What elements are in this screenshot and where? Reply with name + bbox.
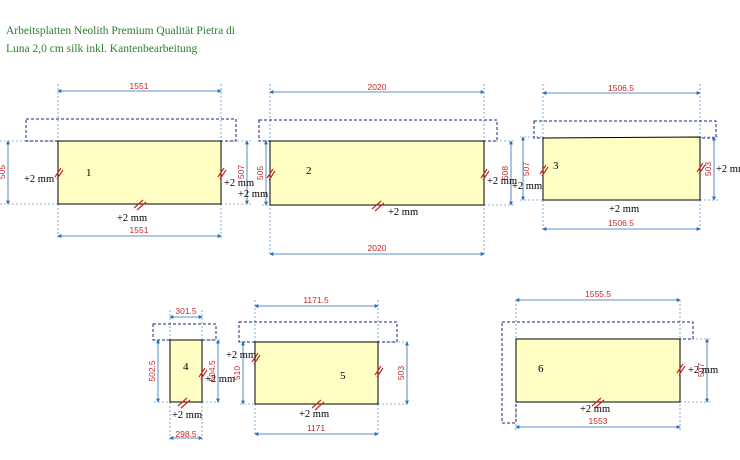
dim-label: 1171.5 [303,295,329,305]
dim-label: 507 [236,165,246,179]
panel-3 [542,136,701,201]
panel-number: 5 [340,370,346,382]
edge-mark [54,167,64,180]
edge-labels: +2 mm +2 mm +2 mm +2 mm +2 mm +2 mm +2 m… [24,164,740,421]
dim-label: 505 [0,165,7,179]
dim-label: 504.5 [207,360,217,382]
dimension-lines [6,89,716,440]
dim-label: 1171 [307,423,326,433]
panel-number: 4 [183,361,189,373]
edge-mark [311,399,325,411]
edge-label: +2 mm [609,204,639,215]
edge-label: +2 mm [24,174,54,185]
panel-4 [169,339,203,403]
panel-1 [57,140,222,205]
dim-label: 301.5 [175,306,197,316]
edge-mark [539,164,549,177]
back-outline-3 [533,120,717,139]
edge-label: +2 mm [299,409,329,420]
edge-label: +2 mm [512,181,542,192]
dim-label: 1506.5 [608,83,634,93]
edge-label: +2 mm [388,207,418,218]
back-outline-4 [152,323,217,341]
edge-label: +2 mm [688,365,718,376]
edge-label: +2 mm [716,164,740,175]
edge-mark [266,168,276,181]
edge-mark [251,352,261,365]
edge-label: +2 mm [226,350,256,361]
panel-2 [269,140,485,206]
diagram-title: Arbeitsplatten Neolith Premium Qualität … [6,22,235,58]
dim-label: 1551 [130,225,149,235]
dim-label: 1551 [130,81,149,91]
dim-label: 1506.5 [608,218,634,228]
dim-label: 503 [703,162,713,176]
title-line-1: Arbeitsplatten Neolith Premium Qualität … [6,25,235,37]
panel-number: 3 [553,160,559,172]
edge-label: +2 mm [117,213,147,224]
dim-label: 503 [396,366,406,380]
dim-label: 502.5 [147,360,157,382]
edge-mark [133,199,147,211]
dim-label: 298.5 [175,429,197,439]
edge-mark [591,397,605,409]
panel-number: 1 [86,167,92,179]
dim-label: 1555.5 [585,289,611,299]
dim-label: 505 [255,166,265,180]
panel-number: 6 [538,363,544,375]
edge-mark [374,365,384,378]
title-line-2: Luna 2,0 cm silk inkl. Kantenbearbeitung [6,43,198,55]
edge-mark [217,167,227,180]
back-outline-5 [238,321,398,343]
edge-mark [696,162,706,175]
dim-label: 2020 [368,243,387,253]
edge-label: +2 mm [205,374,235,385]
dim-label: 1553 [589,416,608,426]
edge-label: +2 mm [580,404,610,415]
dim-label: 2020 [368,82,387,92]
edge-label: +2 mm [172,410,202,421]
edge-mark [198,367,208,380]
edge-label: +2 mm [224,178,254,189]
edge-mark [480,168,490,181]
panel-6 [515,338,681,403]
dim-label: 507 [696,363,706,377]
edge-mark [177,397,191,409]
back-outline-2 [258,119,498,142]
edge-label: +2 mm [238,189,268,200]
panel-5 [254,341,379,405]
panel-number: 2 [306,165,312,177]
dim-label: 507 [521,162,531,176]
back-outline-1 [25,118,237,142]
edge-mark [676,363,686,376]
edge-marks [54,162,706,411]
edge-label: +2 mm [487,176,517,187]
dim-label: 508 [500,166,510,180]
dim-label: 510 [232,366,242,380]
dimension-labels: 1551 1551 505 507 2020 2020 505 508 1506… [0,81,713,439]
edge-mark [371,200,385,212]
